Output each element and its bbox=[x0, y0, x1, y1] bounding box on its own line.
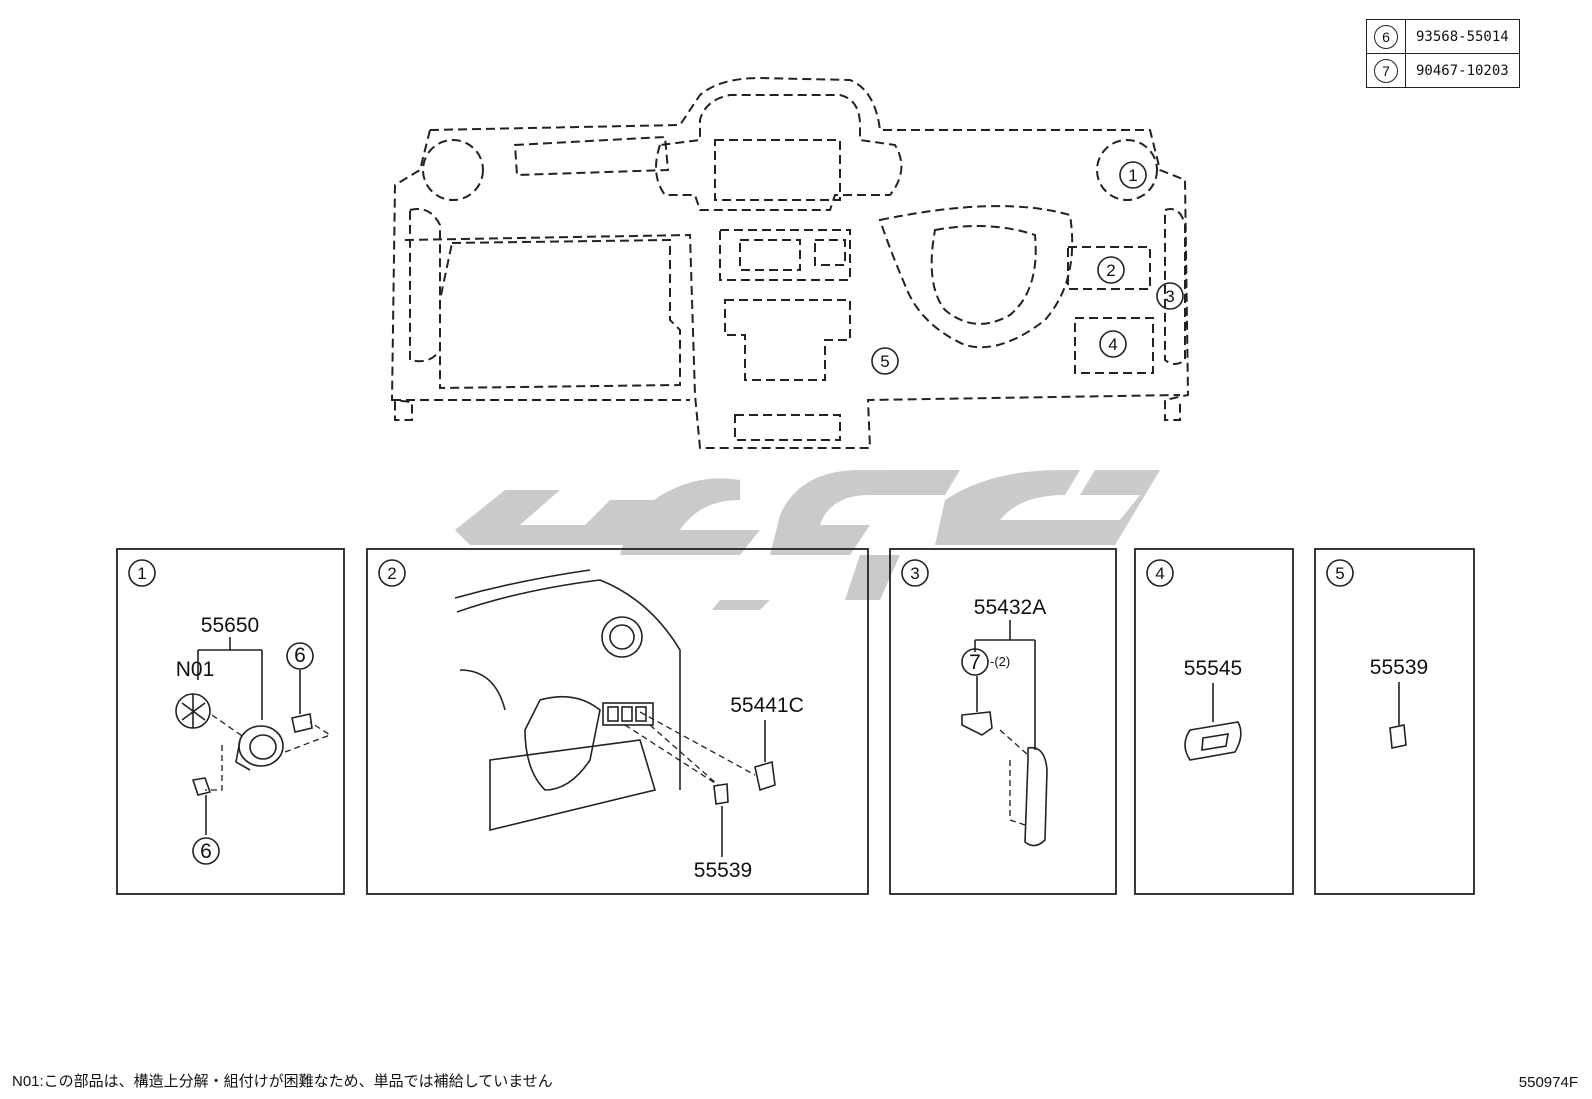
panel-ref-4: 4 bbox=[1146, 559, 1174, 587]
ref-number: 7 bbox=[1374, 58, 1398, 83]
svg-text:5: 5 bbox=[880, 352, 889, 371]
overview-callout-5: 5 bbox=[871, 347, 899, 375]
part-label-55432A: 55432A bbox=[974, 596, 1046, 619]
ref-number: 6 bbox=[1374, 24, 1398, 49]
overview-callout-2: 2 bbox=[1097, 256, 1125, 284]
diagram-code: 550974F bbox=[1518, 1074, 1578, 1091]
svg-text:4: 4 bbox=[1155, 564, 1164, 583]
part-number: 90467-10203 bbox=[1405, 53, 1520, 88]
parts-table-row: 7 90467-10203 bbox=[1366, 53, 1520, 88]
overview-callout-4: 4 bbox=[1099, 330, 1127, 358]
panel-ref-1: 1 bbox=[128, 559, 156, 587]
parts-table: 6 93568-55014 7 90467-10203 bbox=[1366, 19, 1520, 88]
part-label-55539-panel5: 55539 bbox=[1370, 656, 1428, 679]
panel-5-drawing: 55539 bbox=[1370, 656, 1428, 749]
svg-text:4: 4 bbox=[1108, 335, 1117, 354]
svg-text:1: 1 bbox=[137, 564, 146, 583]
part-number: 93568-55014 bbox=[1405, 19, 1520, 54]
overview-callout-3: 3 bbox=[1156, 282, 1184, 310]
part-label-55441C: 55441C bbox=[730, 694, 804, 717]
part-label-55650: 55650 bbox=[201, 614, 259, 637]
detail-panel-1 bbox=[116, 548, 345, 895]
panel-1-drawing: 55650 N01 6 6 bbox=[175, 614, 332, 865]
footer-note: N01:この部品は、構造上分解・組付けが困難なため、単品では補給していません bbox=[12, 1073, 553, 1090]
fastener-qty: -(2) bbox=[990, 654, 1010, 669]
svg-text:3: 3 bbox=[910, 564, 919, 583]
panel-4-drawing: 55545 bbox=[1184, 657, 1242, 761]
panel-3-drawing: 55432A 7 -(2) bbox=[961, 596, 1048, 847]
part-label-N01: N01 bbox=[176, 658, 215, 681]
detail-panel-5 bbox=[1314, 548, 1475, 895]
detail-panel-4 bbox=[1134, 548, 1294, 895]
overview-callout-1: 1 bbox=[1119, 161, 1147, 189]
fastener-label-7: 7 bbox=[969, 651, 981, 674]
svg-text:5: 5 bbox=[1335, 564, 1344, 583]
part-label-55545: 55545 bbox=[1184, 657, 1242, 680]
panel-ref-2: 2 bbox=[378, 559, 406, 587]
screw-label-6-top: 6 bbox=[294, 644, 306, 667]
detail-panel-2 bbox=[366, 548, 869, 895]
parts-table-row: 6 93568-55014 bbox=[1366, 19, 1520, 54]
panel-ref-3: 3 bbox=[901, 559, 929, 587]
dashboard-overview bbox=[390, 76, 1190, 449]
svg-text:2: 2 bbox=[387, 564, 396, 583]
svg-text:3: 3 bbox=[1165, 287, 1174, 306]
screw-label-6-bottom: 6 bbox=[200, 840, 212, 863]
detail-panel-3 bbox=[889, 548, 1117, 895]
part-label-55539: 55539 bbox=[694, 859, 752, 882]
svg-text:1: 1 bbox=[1128, 166, 1137, 185]
watermark-logo bbox=[455, 470, 1160, 610]
svg-text:2: 2 bbox=[1106, 261, 1115, 280]
panel-2-drawing: 55441C 55539 bbox=[454, 569, 804, 882]
panel-ref-5: 5 bbox=[1326, 559, 1354, 587]
